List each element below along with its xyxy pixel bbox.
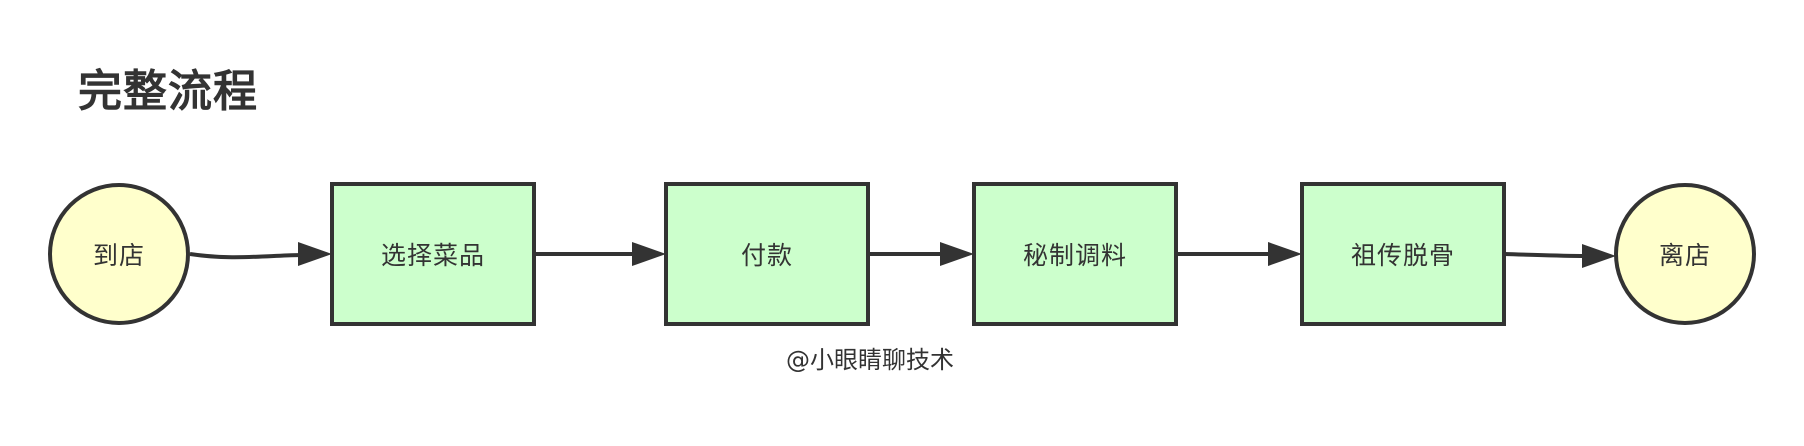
node-step2-label: 付款 [740, 241, 793, 270]
node-start-shape [48, 183, 190, 325]
node-step1-label: 选择菜品 [380, 241, 485, 270]
watermark-text: @小眼睛聊技术 [786, 346, 954, 374]
edge-step2-to-step3 [868, 242, 974, 266]
edge-step4-to-end [1503, 244, 1616, 268]
edge-step1-to-step2 [535, 242, 666, 266]
node-step3-label: 秘制调料 [1022, 241, 1127, 270]
node-step1-shape [330, 182, 536, 326]
node-step3-shape [972, 182, 1178, 326]
node-end-shape [1614, 183, 1756, 325]
node-start-label: 到店 [92, 241, 145, 270]
diagram-title: 完整流程 [78, 66, 258, 117]
node-step4-label: 祖传脱骨 [1350, 241, 1455, 270]
node-end-label: 离店 [1658, 241, 1711, 270]
edge-start-to-step1 [189, 242, 332, 266]
edge-step3-to-step4 [1175, 242, 1302, 266]
node-step4-shape [1300, 182, 1506, 326]
node-step2-shape [664, 182, 870, 326]
